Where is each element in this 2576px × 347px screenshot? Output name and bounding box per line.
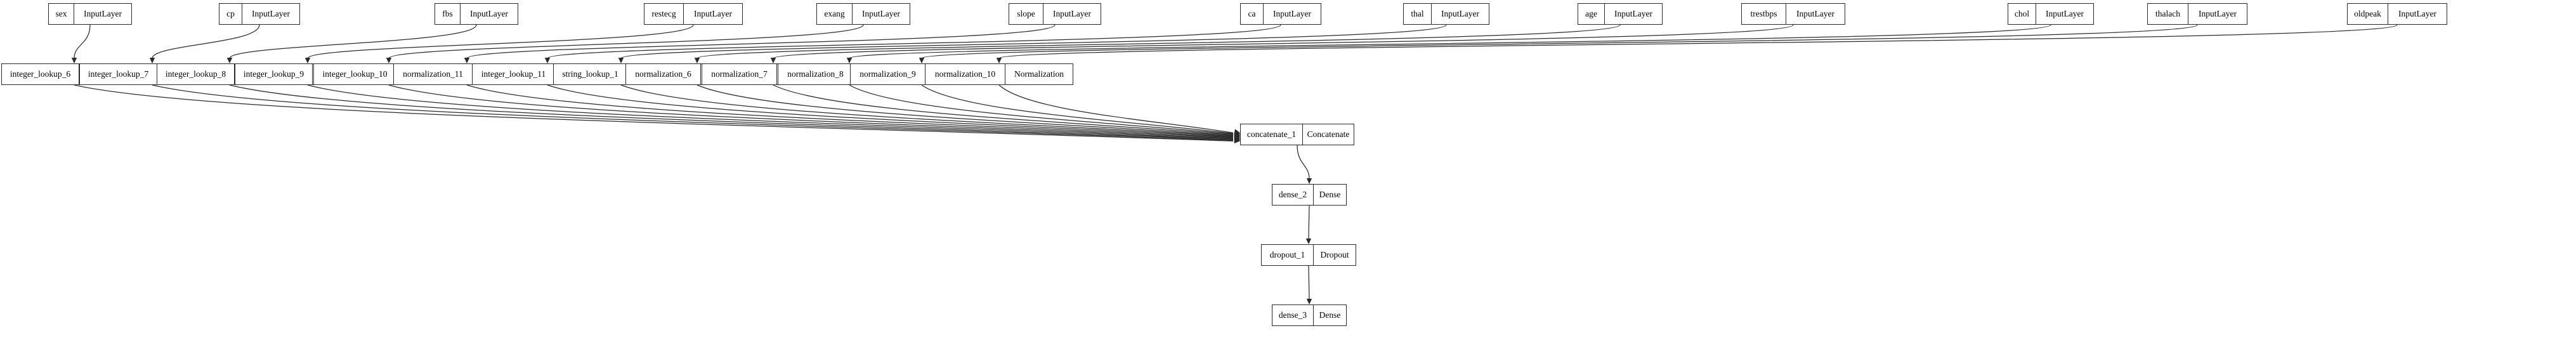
layer-name-cp: cp: [219, 4, 242, 24]
edge-restecg-to-integer_lookup_9: [307, 24, 694, 59]
edge-cp-to-integer_lookup_7: [152, 24, 260, 59]
layer-node-cp[interactable]: cp InputLayer: [219, 3, 300, 25]
layer-name-integer_lookup_11: integer_lookup_11: [473, 64, 555, 84]
layer-name-integer_lookup_6: integer_lookup_6: [2, 64, 79, 84]
layer-type-dense_3: Dense: [1319, 310, 1341, 320]
layer-node-normalization_10[interactable]: normalization_10 Normalization: [925, 63, 1073, 85]
layer-node-restecg[interactable]: restecg InputLayer: [644, 3, 743, 25]
layer-node-thal[interactable]: thal InputLayer: [1403, 3, 1489, 25]
edge-thalach-to-normalization_9: [921, 24, 2198, 59]
layer-name-normalization_9: normalization_9: [851, 64, 925, 84]
layer-type-dropout_1: Dropout: [1320, 250, 1349, 260]
layer-type-dense_2: Dense: [1319, 190, 1341, 200]
layer-name-integer_lookup_7: integer_lookup_7: [80, 64, 157, 84]
edge-integer_lookup_9-to-concatenate_1: [307, 84, 1234, 140]
edge-normalization_10-to-concatenate_1: [998, 84, 1234, 134]
layer-type-oldpeak: InputLayer: [2398, 9, 2436, 19]
layer-type-age: InputLayer: [1614, 9, 1652, 19]
layer-node-slope[interactable]: slope InputLayer: [1009, 3, 1101, 25]
layer-node-ca[interactable]: ca InputLayer: [1240, 3, 1321, 25]
layer-name-slope: slope: [1009, 4, 1043, 24]
edge-fbs-to-integer_lookup_8: [229, 24, 477, 59]
edge-ca-to-integer_lookup_11: [547, 24, 1281, 59]
layer-name-sex: sex: [49, 4, 74, 24]
edge-concatenate_1-to-dense_2: [1297, 145, 1310, 180]
layer-node-trestbps[interactable]: trestbps InputLayer: [1741, 3, 1845, 25]
layer-node-sex[interactable]: sex InputLayer: [48, 3, 132, 25]
edge-integer_lookup_10-to-concatenate_1: [388, 84, 1234, 139]
edge-normalization_7-to-concatenate_1: [773, 84, 1234, 136]
layer-node-exang[interactable]: exang InputLayer: [816, 3, 910, 25]
edge-trestbps-to-normalization_7: [773, 24, 1794, 59]
layer-name-thalach: thalach: [2148, 4, 2188, 24]
layer-node-oldpeak[interactable]: oldpeak InputLayer: [2347, 3, 2447, 25]
layer-name-restecg: restecg: [644, 4, 684, 24]
layer-name-thal: thal: [1404, 4, 1432, 24]
layer-type-exang: InputLayer: [862, 9, 900, 19]
layer-type-thalach: InputLayer: [2199, 9, 2237, 19]
edge-string_lookup_1-to-concatenate_1: [620, 84, 1234, 137]
layer-type-cp: InputLayer: [252, 9, 290, 19]
edge-integer_lookup_6-to-concatenate_1: [74, 84, 1234, 141]
edge-normalization_9-to-concatenate_1: [921, 84, 1234, 134]
edge-normalization_6-to-concatenate_1: [696, 84, 1234, 136]
layer-type-thal: InputLayer: [1441, 9, 1479, 19]
layer-node-dropout_1[interactable]: dropout_1 Dropout: [1261, 244, 1356, 266]
layer-name-normalization_11: normalization_11: [394, 64, 473, 84]
layer-name-age: age: [1578, 4, 1605, 24]
layer-name-dropout_1: dropout_1: [1262, 245, 1314, 265]
edge-normalization_8-to-concatenate_1: [849, 84, 1234, 135]
layer-node-dense_2[interactable]: dense_2 Dense: [1272, 184, 1347, 206]
edge-integer_lookup_8-to-concatenate_1: [229, 84, 1234, 140]
layer-type-ca: InputLayer: [1273, 9, 1311, 19]
layer-node-chol[interactable]: chol InputLayer: [2008, 3, 2094, 25]
layer-name-string_lookup_1: string_lookup_1: [554, 64, 627, 84]
layer-type-chol: InputLayer: [2046, 9, 2084, 19]
layer-name-concatenate_1: concatenate_1: [1241, 124, 1303, 145]
layer-name-integer_lookup_10: integer_lookup_10: [314, 64, 396, 84]
edge-exang-to-integer_lookup_10: [388, 24, 864, 59]
edge-integer_lookup_11-to-concatenate_1: [547, 84, 1234, 138]
layer-name-normalization_7: normalization_7: [702, 64, 777, 84]
layer-name-dense_2: dense_2: [1272, 185, 1314, 205]
layer-node-age[interactable]: age InputLayer: [1578, 3, 1663, 25]
layer-name-normalization_8: normalization_8: [778, 64, 853, 84]
layer-name-chol: chol: [2008, 4, 2036, 24]
layer-node-fbs[interactable]: fbs InputLayer: [435, 3, 518, 25]
layer-name-integer_lookup_9: integer_lookup_9: [235, 64, 313, 84]
layer-name-ca: ca: [1241, 4, 1264, 24]
layer-name-fbs: fbs: [435, 4, 461, 24]
edge-sex-to-integer_lookup_6: [74, 24, 91, 59]
layer-type-sex: InputLayer: [84, 9, 122, 19]
layer-name-trestbps: trestbps: [1742, 4, 1786, 24]
layer-name-dense_3: dense_3: [1272, 305, 1314, 325]
edge-thal-to-string_lookup_1: [620, 24, 1447, 59]
layer-name-normalization_6: normalization_6: [626, 64, 701, 84]
layer-type-restecg: InputLayer: [694, 9, 732, 19]
edge-integer_lookup_7-to-concatenate_1: [152, 84, 1234, 141]
layer-node-thalach[interactable]: thalach InputLayer: [2147, 3, 2247, 25]
layer-name-oldpeak: oldpeak: [2348, 4, 2388, 24]
layer-node-concatenate_1[interactable]: concatenate_1 Concatenate: [1240, 124, 1354, 145]
edge-slope-to-normalization_11: [466, 24, 1056, 59]
layer-node-dense_3[interactable]: dense_3 Dense: [1272, 304, 1347, 326]
layer-type-trestbps: InputLayer: [1796, 9, 1834, 19]
layer-type-slope: InputLayer: [1053, 9, 1091, 19]
edge-chol-to-normalization_8: [849, 24, 2051, 59]
layer-type-normalization_10: Normalization: [1014, 69, 1064, 79]
layer-name-exang: exang: [817, 4, 853, 24]
layer-name-integer_lookup_8: integer_lookup_8: [157, 64, 235, 84]
edge-normalization_11-to-concatenate_1: [466, 84, 1234, 138]
layer-type-fbs: InputLayer: [470, 9, 508, 19]
layer-type-concatenate_1: Concatenate: [1307, 129, 1350, 140]
edge-oldpeak-to-normalization_10: [998, 24, 2398, 59]
edge-age-to-normalization_6: [696, 24, 1621, 59]
layer-name-normalization_10: normalization_10: [925, 64, 1005, 84]
